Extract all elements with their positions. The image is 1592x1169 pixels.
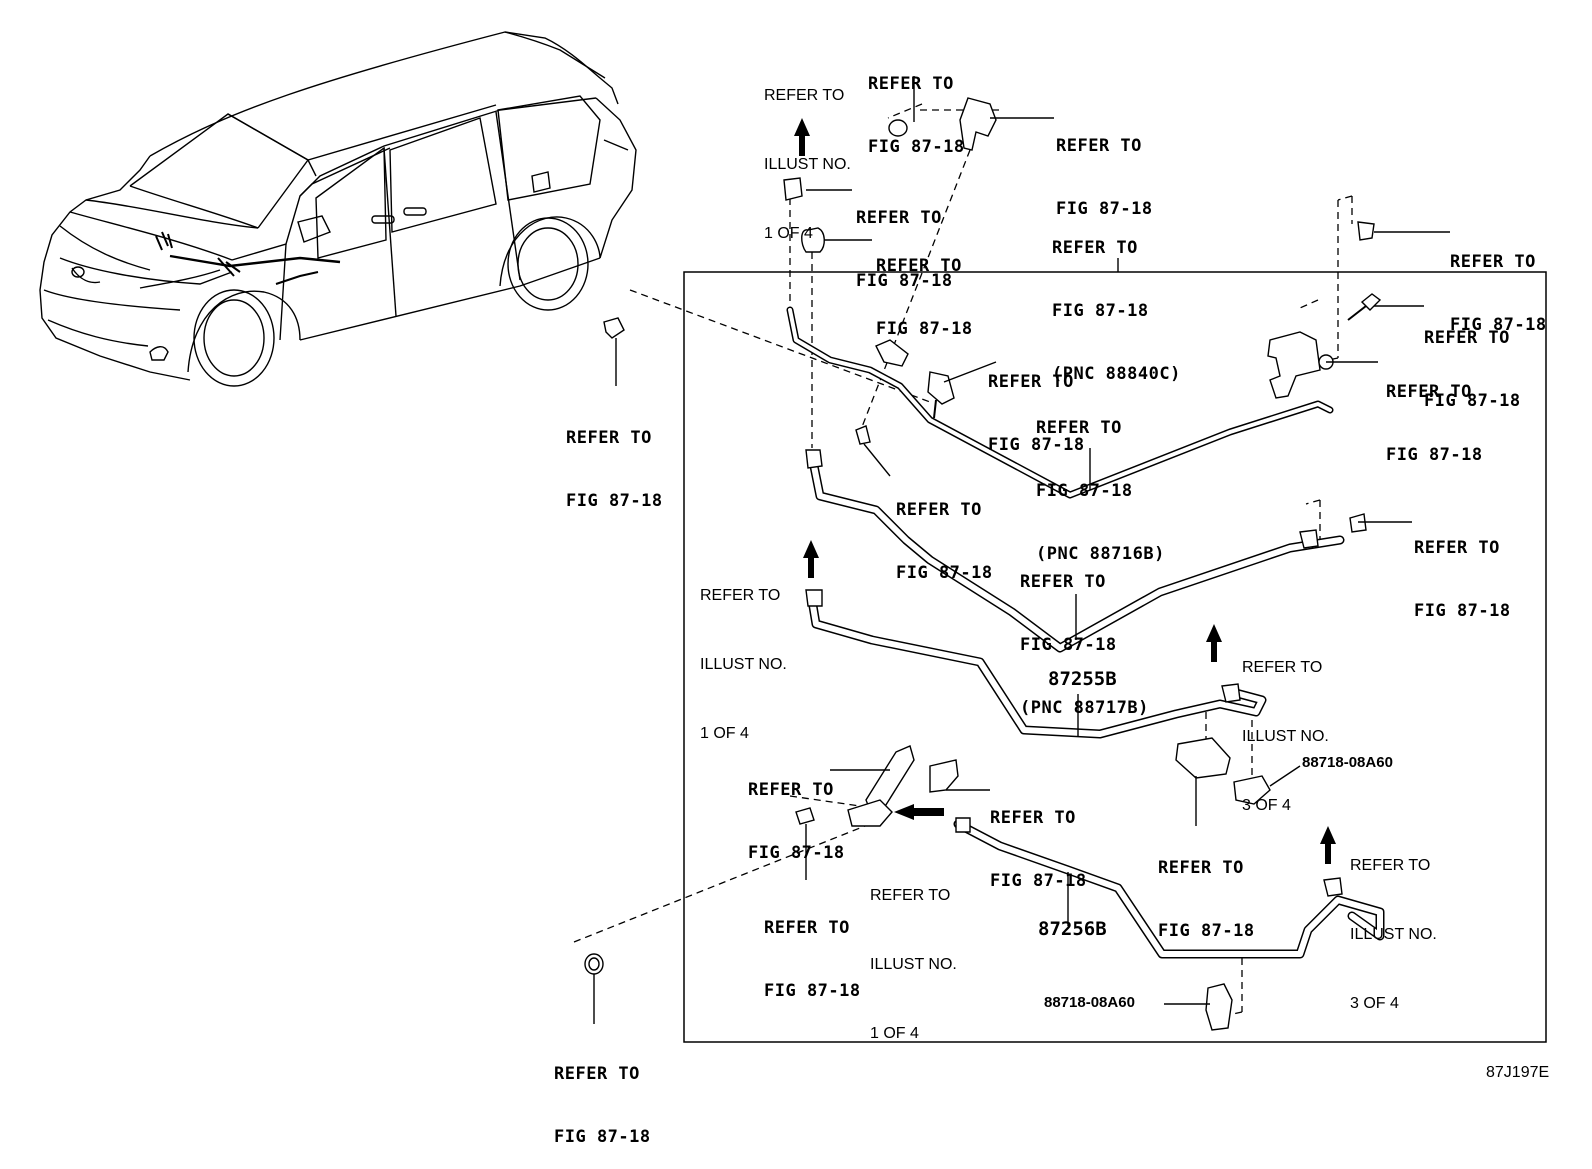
label-illust-mid-right: REFER TO ILLUST NO. 3 OF 4 <box>1242 659 1329 814</box>
label-fig-bracket-left: REFER TO FIG 87-18 <box>748 780 845 863</box>
label-fig-bracket-left-b: REFER TO FIG 87-18 <box>990 808 1087 891</box>
label-fig-top-right: REFER TO FIG 87-18 <box>1450 252 1547 335</box>
part-number-88718-08a60-a: 88718-08A60 <box>1302 754 1393 771</box>
direction-arrows <box>794 118 1336 864</box>
hose-88717b <box>809 461 1345 653</box>
label-fig-right-mid: REFER TO FIG 87-18 <box>1414 538 1511 621</box>
pipe-87256b <box>953 819 1385 959</box>
group-box <box>683 271 1547 1043</box>
label-illust-mid-left: REFER TO ILLUST NO. 1 OF 4 <box>700 587 787 742</box>
label-fig-bolt-lower: REFER TO FIG 87-18 <box>764 918 861 1001</box>
leader-lines <box>593 76 1450 1024</box>
part-number-88718-08a60-b: 88718-08A60 <box>1044 994 1135 1011</box>
label-fig-bottom-left: REFER TO FIG 87-18 <box>554 1064 651 1147</box>
label-fig-bracket-right: REFER TO FIG 87-18 <box>1386 382 1483 465</box>
vehicle-illustration <box>39 31 637 387</box>
arrow-up-icon <box>1206 624 1222 662</box>
label-fig-top-1: REFER TO FIG 87-18 <box>868 74 965 157</box>
dashed-leaders <box>573 103 1353 1017</box>
label-illust-lower-right: REFER TO ILLUST NO. 3 OF 4 <box>1350 857 1437 1012</box>
hose-88716b <box>786 306 1334 499</box>
figure-code: 87J197E <box>1486 1064 1550 1081</box>
small-parts <box>584 97 1382 1031</box>
label-fig-pnc-88716b: REFER TO FIG 87-18 (PNC 88716B) <box>1036 418 1165 564</box>
label-fig-left-clip: REFER TO FIG 87-18 <box>566 428 663 511</box>
label-fig-clip-b: REFER TO FIG 87-18 <box>876 256 973 339</box>
parts-diagram <box>39 31 1547 1043</box>
arrow-up-icon <box>1320 826 1336 864</box>
label-fig-clip-a: REFER TO FIG 87-18 <box>856 208 953 291</box>
label-fig-pnc-88840c: REFER TO FIG 87-18 (PNC 88840C) <box>1052 238 1181 384</box>
label-fig-valve: REFER TO FIG 87-18 <box>988 372 1085 455</box>
label-fig-bolt-mid: REFER TO FIG 87-18 <box>896 500 993 583</box>
label-illust-lower-mid: REFER TO ILLUST NO. 1 OF 4 <box>870 887 957 1042</box>
label-fig-top-2: REFER TO FIG 87-18 <box>1056 136 1153 219</box>
pipe-87255b <box>807 595 1267 739</box>
part-number-87255b: 87255B <box>1048 668 1117 690</box>
label-fig-pnc-88717b: REFER TO FIG 87-18 (PNC 88717B) <box>1020 572 1149 718</box>
part-number-87256b: 87256B <box>1038 918 1107 940</box>
arrow-up-icon <box>794 118 810 156</box>
arrow-up-icon <box>803 540 819 578</box>
label-fig-bolt-right: REFER TO FIG 87-18 <box>1424 328 1521 411</box>
label-illust-top: REFER TO ILLUST NO. 1 OF 4 <box>764 87 851 242</box>
arrow-left-icon <box>894 804 944 820</box>
label-fig-clamp-mid: REFER TO FIG 87-18 <box>1158 858 1255 941</box>
